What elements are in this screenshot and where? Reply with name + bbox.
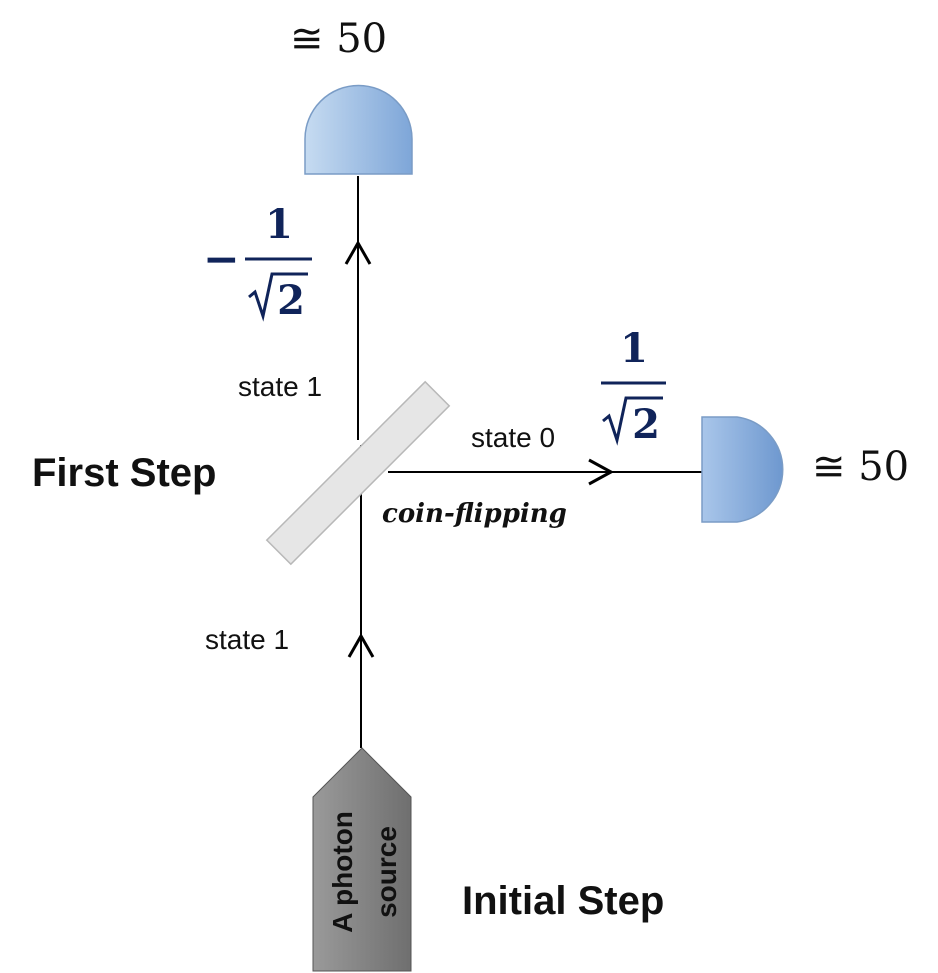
first-step-label: First Step <box>32 451 216 495</box>
beam-splitter <box>265 380 451 566</box>
coin-flipping-label: coin-flipping <box>382 499 567 529</box>
top-amplitude-denominator: 2 <box>277 277 305 324</box>
arrow-right-icon <box>588 458 615 486</box>
photon-source-label-line1: A photon <box>327 811 358 933</box>
right-amplitude-numerator: 1 <box>620 325 648 372</box>
top-amplitude-numerator: 1 <box>265 201 293 248</box>
arrow-up-lower-icon <box>347 632 375 658</box>
top-amplitude-sign: − <box>203 234 240 285</box>
initial-step-label: Initial Step <box>462 879 664 923</box>
right-detector <box>701 416 784 523</box>
right-amplitude-denominator: 2 <box>632 401 660 448</box>
top-amplitude-sqrt-icon <box>248 272 308 322</box>
right-amplitude-sqrt-icon <box>602 396 663 446</box>
top-detector-count: ≅ 50 <box>290 16 387 62</box>
lower-path-state-label: state 1 <box>205 624 289 655</box>
right-detector-count: ≅ 50 <box>812 444 909 490</box>
upper-path-state-label: state 1 <box>238 371 322 402</box>
arrow-up-upper-icon <box>344 239 372 265</box>
top-detector <box>304 84 413 175</box>
horizontal-path-state-label: state 0 <box>471 422 555 453</box>
photon-source-label-line2: source <box>371 826 402 918</box>
photon-source <box>312 747 412 972</box>
